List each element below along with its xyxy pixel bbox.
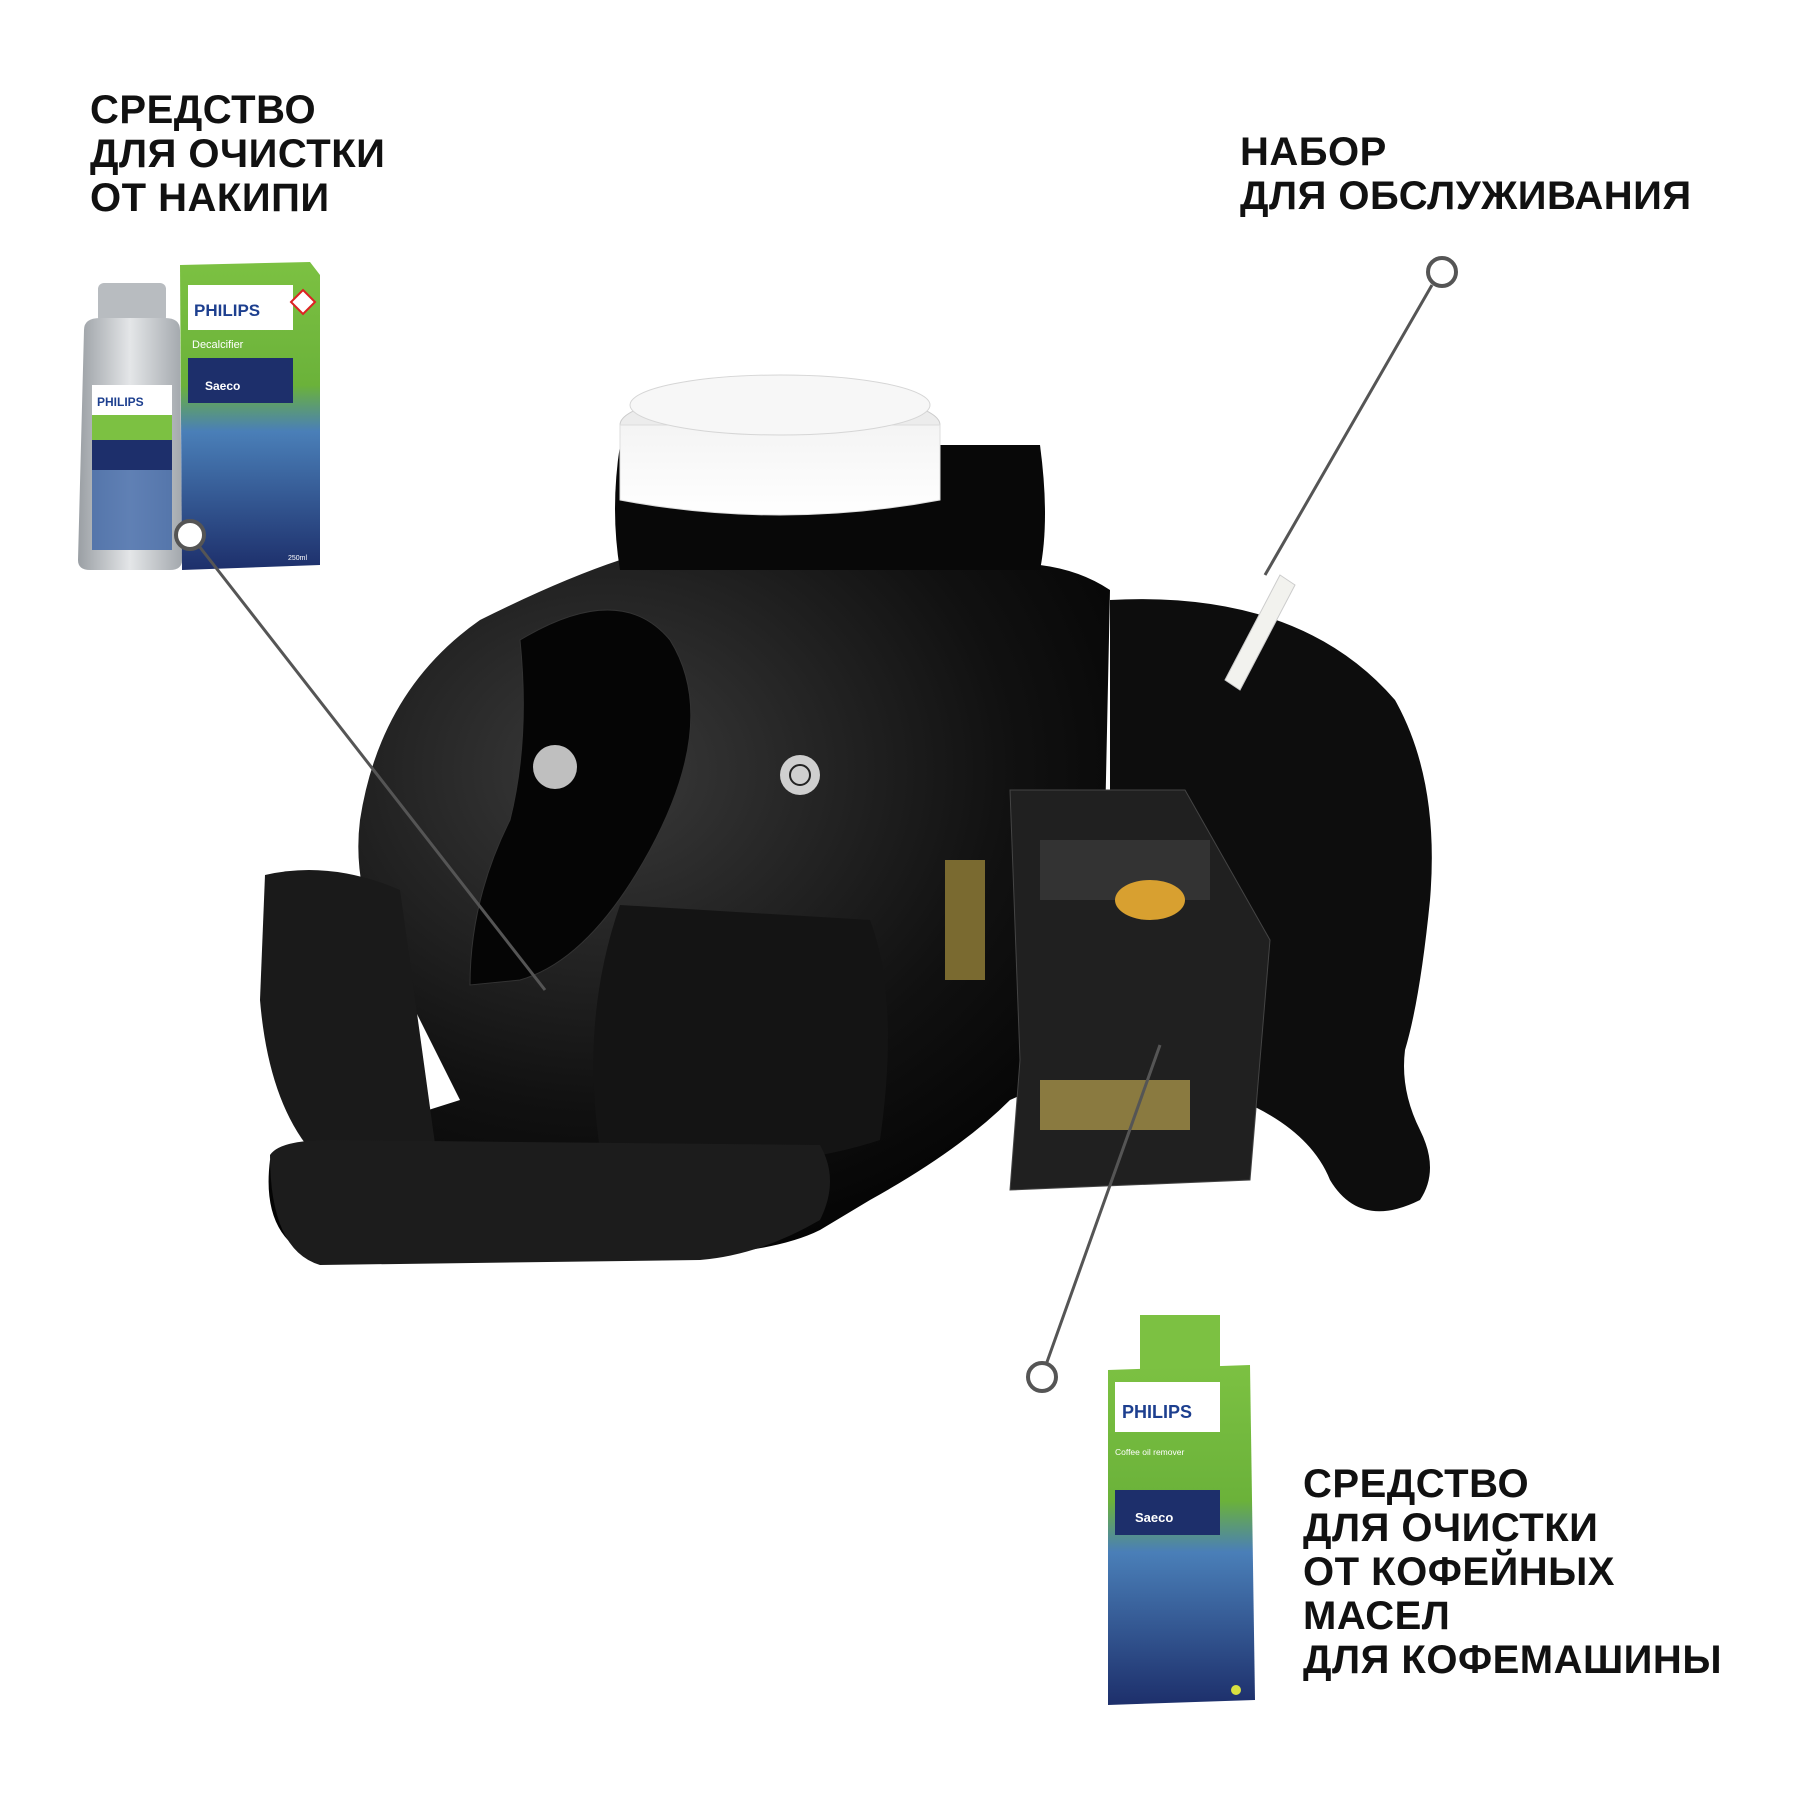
callout-line: СРЕДСТВО: [90, 88, 317, 132]
pointer-oil-remover: [1026, 1044, 1162, 1393]
grease-tube: [1224, 574, 1296, 691]
callout-line: НАБОР: [1240, 130, 1387, 174]
callout-line: ДЛЯ КОФЕМАШИНЫ: [1303, 1638, 1722, 1682]
callout-oil-remover: СРЕДСТВО ДЛЯ ОЧИСТКИ ОТ КОФЕЙНЫХ МАСЕЛ Д…: [1303, 1462, 1722, 1682]
callout-line: ДЛЯ ОЧИСТКИ: [1303, 1506, 1599, 1550]
pointer-descaler: [174, 519, 547, 991]
callout-line: ОТ КОФЕЙНЫХ: [1303, 1550, 1615, 1594]
box-brand: PHILIPS: [194, 301, 260, 320]
coffee-machine: [260, 374, 1432, 1265]
pointer-circle-icon: [174, 519, 206, 551]
oil-box-brand: PHILIPS: [1122, 1402, 1192, 1422]
descaler-box: PHILIPS Decalcifier Saeco 250ml: [180, 262, 320, 570]
oil-remover-box: PHILIPS Coffee oil remover Saeco: [1108, 1315, 1255, 1705]
pointer-maintenance-kit: [1263, 256, 1458, 576]
pointer-circle-icon: [1426, 256, 1458, 288]
callout-line: ОТ НАКИПИ: [90, 176, 330, 220]
box-product-name: Decalcifier: [192, 339, 244, 351]
callout-line: ДЛЯ ОЧИСТКИ: [90, 132, 386, 176]
power-button-icon: [780, 755, 820, 795]
box-sub-brand: Saeco: [205, 379, 240, 393]
callout-line: ДЛЯ ОБСЛУЖИВАНИЯ: [1240, 174, 1692, 218]
callout-descaler: СРЕДСТВО ДЛЯ ОЧИСТКИ ОТ НАКИПИ: [90, 88, 385, 220]
oil-box-sub-brand: Saeco: [1135, 1510, 1173, 1525]
callout-line: СРЕДСТВО: [1303, 1462, 1530, 1506]
callout-line: МАСЕЛ: [1303, 1594, 1451, 1638]
descaler-bottle: PHILIPS: [78, 283, 182, 570]
box-volume: 250ml: [288, 555, 308, 562]
cup-button-icon: [533, 745, 577, 789]
callout-maintenance-kit: НАБОР ДЛЯ ОБСЛУЖИВАНИЯ: [1240, 130, 1692, 218]
oil-box-product-name: Coffee oil remover: [1115, 1447, 1184, 1457]
pointer-circle-icon: [1026, 1361, 1058, 1393]
bottle-brand: PHILIPS: [97, 395, 144, 409]
